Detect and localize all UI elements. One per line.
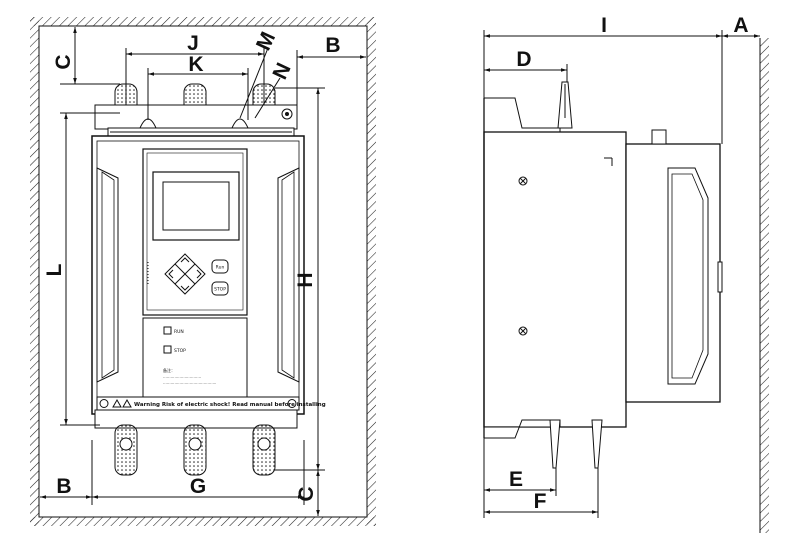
lcd-display	[152, 171, 240, 241]
run-led	[163, 326, 172, 335]
dim-label-C-bottom: C	[295, 486, 318, 501]
dim-label-G: G	[190, 475, 206, 498]
dimension-lines	[40, 27, 366, 516]
dim-label-K: K	[188, 53, 203, 76]
stop-button: STOP	[211, 281, 229, 296]
dim-label-F: F	[534, 490, 547, 513]
fine-print-title: 备注：	[163, 367, 175, 373]
warning-label: Warning Risk of electric shock! Read man…	[134, 402, 326, 408]
dim-label-N: N	[268, 60, 295, 83]
dim-label-M: M	[252, 28, 280, 54]
fine-print-line: ..............................	[163, 374, 201, 379]
top-mounting-bar	[94, 104, 298, 130]
left-side-panel	[96, 167, 119, 383]
run-button: Run	[211, 259, 229, 274]
run-key-label: Run	[216, 265, 225, 271]
stop-key-label: STOP	[214, 287, 226, 293]
dim-label-I: I	[601, 14, 607, 37]
side-base-block	[483, 97, 561, 133]
dim-label-J: J	[187, 32, 199, 55]
side-wall-hatching	[760, 38, 769, 533]
run-led-label: RUN	[174, 329, 184, 335]
wall-hatching-frame	[30, 17, 376, 526]
navigation-keys	[164, 253, 206, 295]
dim-label-C-top: C	[52, 54, 75, 69]
dim-label-B-top: B	[325, 34, 340, 57]
side-dimension-lines	[483, 30, 760, 518]
dim-label-D: D	[516, 48, 531, 71]
dim-label-L: L	[43, 263, 66, 276]
dim-label-B-bottom: B	[56, 475, 71, 498]
front-view: Run STOP RUN STOP 备注： ..................…	[30, 17, 376, 526]
stop-led	[163, 345, 172, 354]
right-side-panel	[277, 167, 300, 383]
dim-label-H: H	[294, 272, 317, 287]
side-view: I A D E F	[483, 14, 769, 533]
dim-label-A: A	[733, 14, 748, 37]
dim-label-E: E	[509, 468, 523, 491]
stop-led-label: STOP	[174, 348, 186, 354]
fine-print-line: ........................................…	[163, 380, 216, 385]
bottom-terminals	[114, 424, 276, 476]
